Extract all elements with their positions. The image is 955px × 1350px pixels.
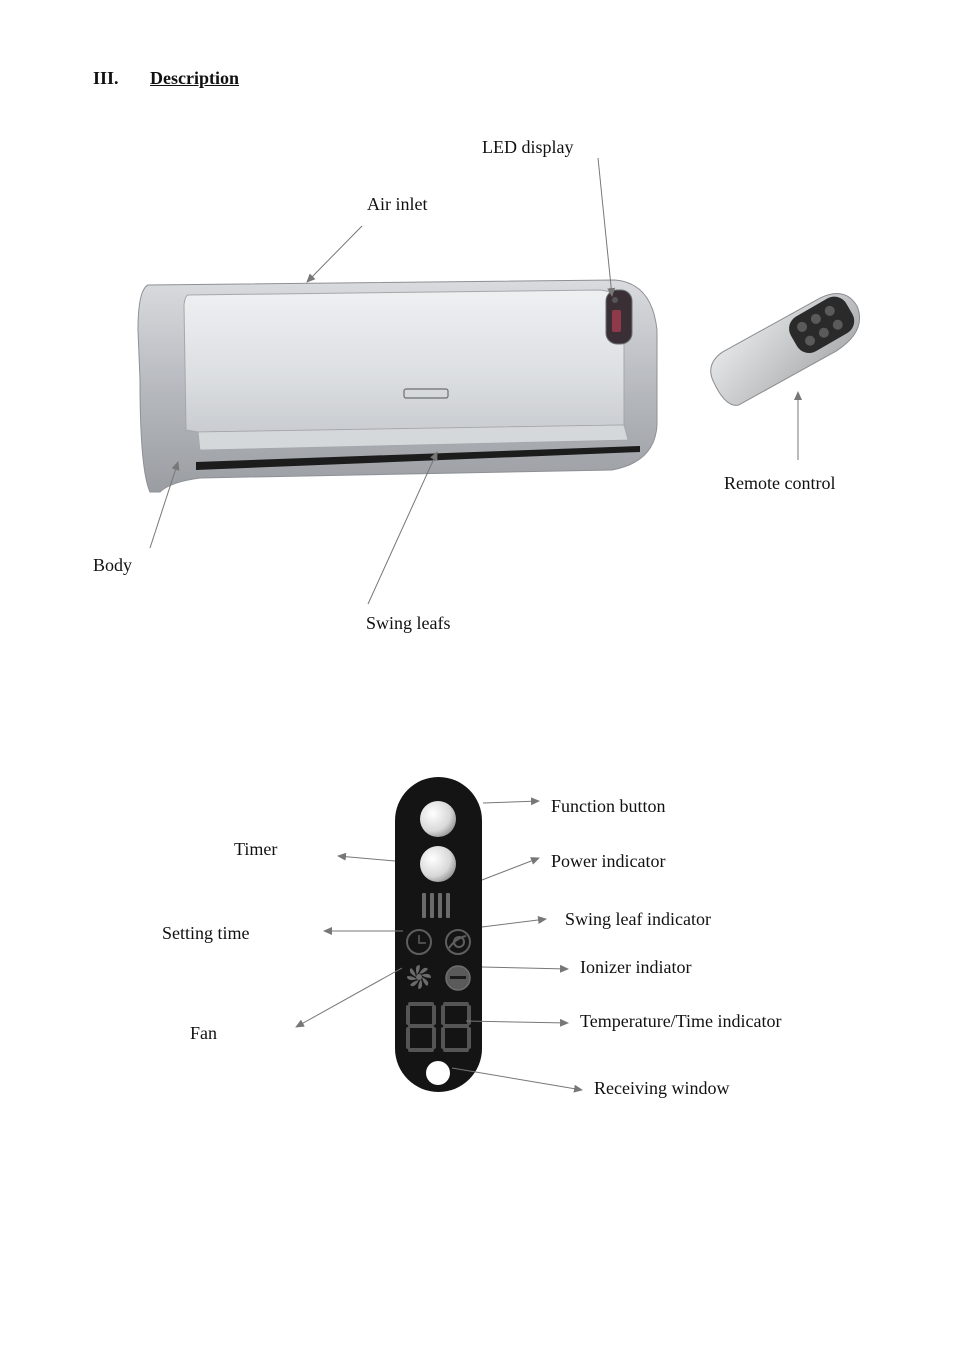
- section-title: Description: [150, 68, 239, 88]
- swing-icon: [445, 929, 471, 955]
- label-swing-leaf-indicator: Swing leaf indicator: [565, 909, 711, 929]
- seven-segment-display: [406, 1002, 471, 1052]
- section-number: III.: [93, 68, 119, 88]
- label-swing-leafs: Swing leafs: [366, 613, 451, 633]
- label-setting-time: Setting time: [162, 923, 250, 943]
- label-remote-control: Remote control: [724, 473, 836, 493]
- function-button[interactable]: [420, 801, 456, 837]
- heater-front-panel: [183, 289, 625, 433]
- label-ionizer-indicator: Ionizer indiator: [580, 957, 692, 977]
- swing-leafs-pointer: [367, 451, 438, 605]
- fan-icon: [406, 964, 432, 990]
- label-body: Body: [93, 555, 133, 575]
- swing-leaf-icon: [422, 893, 450, 918]
- swing-leaf-slot: [196, 446, 640, 470]
- heater-figure: [137, 157, 861, 605]
- label-receiving-window: Receiving window: [594, 1078, 730, 1098]
- label-function-button: Function button: [551, 796, 666, 816]
- power-indicator-button[interactable]: [420, 846, 456, 882]
- remote-control: [710, 292, 861, 406]
- body-pointer: [149, 461, 180, 549]
- ionizer-icon: [445, 965, 471, 991]
- label-temperature-time-indicator: Temperature/Time indicator: [580, 1011, 782, 1031]
- label-fan: Fan: [190, 1023, 217, 1043]
- label-timer: Timer: [234, 839, 278, 859]
- receiving-window: [426, 1061, 450, 1085]
- label-power-indicator: Power indicator: [551, 851, 666, 871]
- clock-icon: [406, 929, 432, 955]
- air-inlet-pointer: [306, 225, 363, 283]
- heater-unit: [137, 279, 658, 493]
- section-heading: III. Description: [93, 68, 239, 89]
- led-display-pointer: [597, 157, 616, 297]
- control-panel: [395, 777, 482, 1092]
- label-led-display: LED display: [482, 137, 574, 157]
- brand-logo: [403, 388, 449, 399]
- label-air-inlet: Air inlet: [367, 194, 428, 214]
